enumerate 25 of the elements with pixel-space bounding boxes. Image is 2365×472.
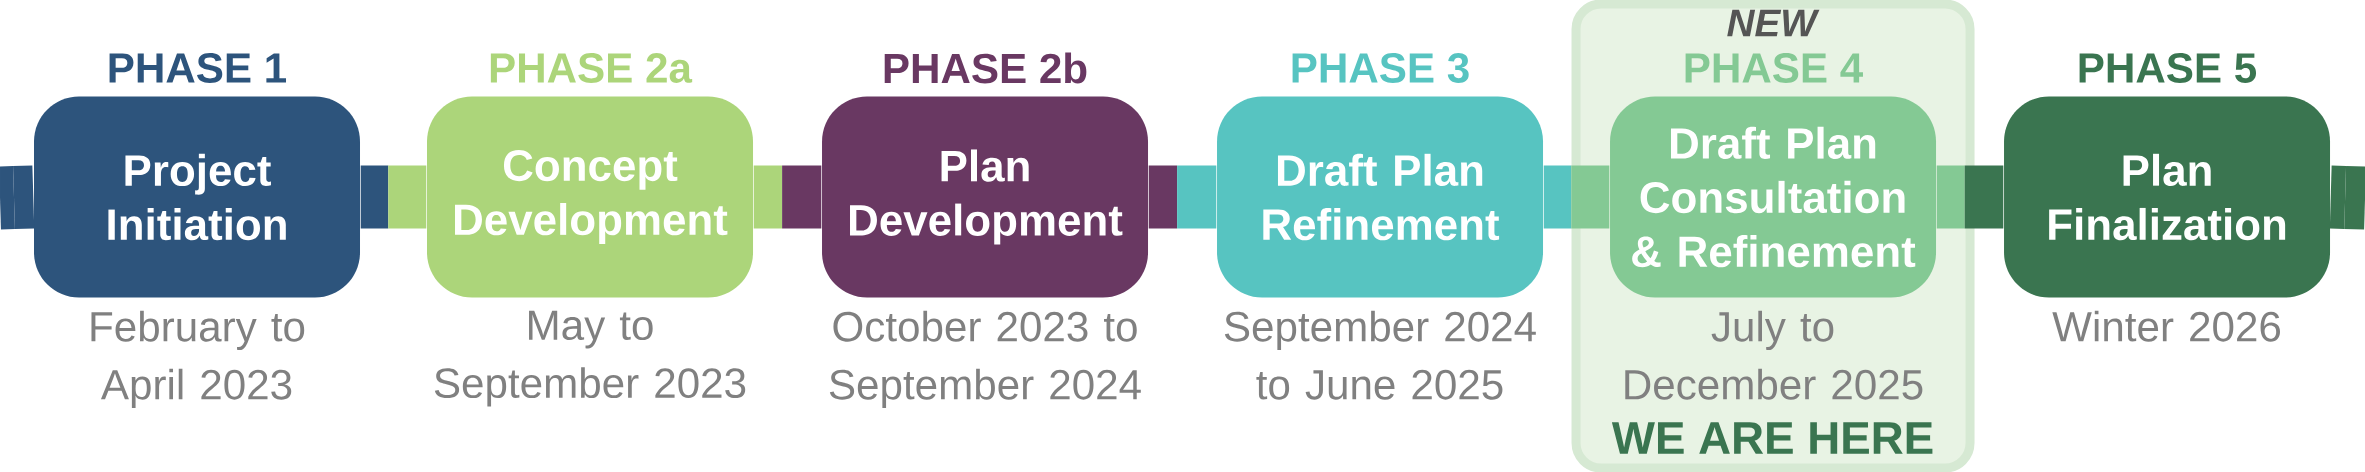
phase-heading: PHASE 4 [1685, 53, 1863, 83]
phase-heading: PHASE 2b [884, 52, 1087, 84]
connector-bar [1936, 165, 2004, 229]
connector-bar [360, 165, 427, 229]
phase-box: Draft Plan Consultation & Refinement [1610, 96, 1936, 298]
connector-bar [1543, 165, 1610, 229]
connector-bar [0, 165, 35, 230]
date-text: May to September 2023 [434, 310, 746, 407]
phase-heading: PHASE 3 [1292, 53, 1469, 83]
phase-box: Draft Plan Refinement [1217, 96, 1543, 298]
phase-heading: PHASE 5 [2079, 53, 2257, 83]
connector-bar [2329, 165, 2365, 230]
phase-box: Plan Finalization [2004, 96, 2331, 298]
phase-heading: PHASE 2a [490, 53, 693, 83]
phase-box: Project Initiation [34, 96, 360, 298]
date-text: Winter 2026 [2052, 310, 2280, 342]
connector-bar [1148, 165, 1217, 229]
phase-heading: PHASE 1 [109, 53, 286, 83]
date-text: July to December 2025 [1625, 310, 1923, 400]
date-text: October 2023 to September 2024 [829, 310, 1141, 409]
connector-bar [753, 165, 822, 229]
phase-box: Plan Development [822, 96, 1148, 298]
phase-box: Concept Development [427, 96, 753, 298]
date-text: February to April 2023 [91, 310, 305, 409]
date-text: September 2024 to June 2025 [1224, 310, 1536, 400]
